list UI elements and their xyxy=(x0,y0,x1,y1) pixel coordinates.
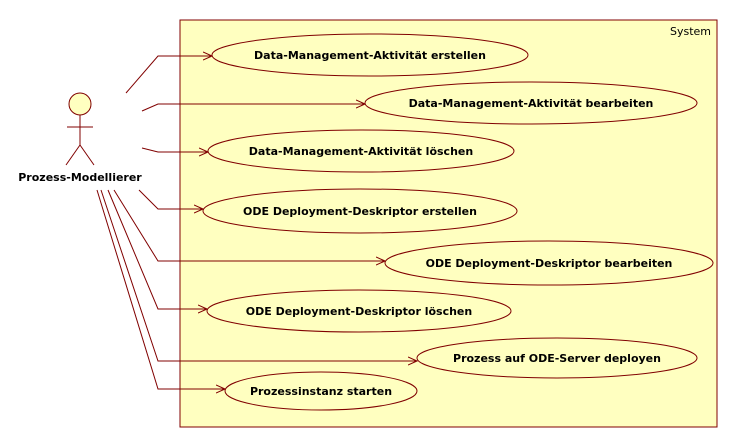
actor-label: Prozess-Modellierer xyxy=(18,171,142,184)
association-arrow-4 xyxy=(138,189,203,209)
use-case-6[interactable]: ODE Deployment-Deskriptor löschen xyxy=(206,289,512,333)
use-case-3[interactable]: Data-Management-Aktivität löschen xyxy=(207,129,515,173)
use-case-label: ODE Deployment-Deskriptor löschen xyxy=(246,305,472,318)
association-arrow-5 xyxy=(113,189,385,261)
use-case-ellipse[interactable] xyxy=(207,129,515,173)
association-arrow-3 xyxy=(141,147,208,152)
use-case-ellipse[interactable] xyxy=(224,371,418,411)
system-label: System xyxy=(670,25,711,38)
use-case-4[interactable]: ODE Deployment-Deskriptor erstellen xyxy=(202,188,518,234)
use-case-label: ODE Deployment-Deskriptor erstellen xyxy=(243,205,477,218)
association-arrow-7 xyxy=(100,189,417,361)
use-case-ellipse[interactable] xyxy=(364,81,698,125)
use-case-8[interactable]: Prozessinstanz starten xyxy=(224,371,418,411)
use-case-ellipse[interactable] xyxy=(202,188,518,234)
association-arrow-8 xyxy=(96,189,225,389)
use-case-label: ODE Deployment-Deskriptor bearbeiten xyxy=(426,257,673,270)
use-case-ellipse[interactable] xyxy=(211,33,529,77)
use-case-ellipse[interactable] xyxy=(206,289,512,333)
use-case-5[interactable]: ODE Deployment-Deskriptor bearbeiten xyxy=(384,240,714,286)
use-cases: Data-Management-Aktivität erstellenData-… xyxy=(202,33,714,411)
use-case-2[interactable]: Data-Management-Aktivität bearbeiten xyxy=(364,81,698,125)
associations xyxy=(96,56,417,389)
use-case-ellipse[interactable] xyxy=(416,337,698,379)
use-case-label: Prozessinstanz starten xyxy=(250,385,392,398)
use-case-1[interactable]: Data-Management-Aktivität erstellen xyxy=(211,33,529,77)
association-arrow-2 xyxy=(141,104,365,112)
use-case-ellipse[interactable] xyxy=(384,240,714,286)
actor-figure xyxy=(65,92,95,166)
use-case-label: Prozess auf ODE-Server deployen xyxy=(453,352,661,365)
use-case-label: Data-Management-Aktivität erstellen xyxy=(254,49,486,62)
use-case-7[interactable]: Prozess auf ODE-Server deployen xyxy=(416,337,698,379)
actor-left-leg xyxy=(65,144,81,166)
association-arrow-1 xyxy=(125,56,212,94)
use-case-label: Data-Management-Aktivität löschen xyxy=(249,145,473,158)
association-arrow-6 xyxy=(107,189,207,309)
actor-right-leg xyxy=(79,144,95,166)
actor-head xyxy=(68,92,92,116)
use-case-label: Data-Management-Aktivität bearbeiten xyxy=(409,97,654,110)
